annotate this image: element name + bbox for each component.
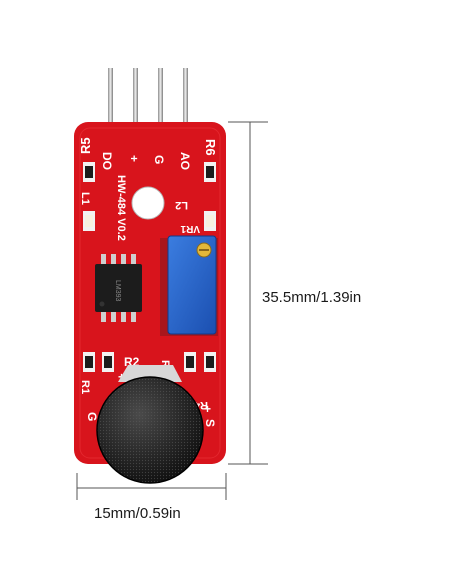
chip-marking: LM393	[114, 280, 121, 302]
comparator-chip: LM393	[95, 254, 142, 322]
pin-label-plus: +	[127, 155, 141, 162]
label-vr1: VR1	[180, 223, 200, 234]
label-s: S	[203, 419, 217, 427]
label-r6: R6	[203, 139, 218, 156]
potentiometer	[160, 235, 218, 336]
label-g: G	[85, 412, 99, 421]
label-l2: L2	[175, 199, 188, 211]
pcb-board	[74, 122, 226, 464]
model-label: HW-484 V0.2	[115, 175, 127, 241]
height-dimension-label: 35.5mm/1.39in	[262, 289, 362, 306]
smd-components	[83, 162, 216, 372]
microphone	[96, 365, 204, 484]
pin-label-g: G	[152, 155, 166, 164]
pin-label-ao: AO	[178, 152, 192, 170]
label-r1: R1	[79, 380, 91, 394]
width-dimension-label: 15mm/0.59in	[94, 505, 181, 522]
height-dimension-line	[228, 121, 268, 465]
pin-label-do: DO	[100, 152, 114, 170]
width-dimension-line	[76, 473, 227, 500]
label-l1: L1	[79, 192, 91, 205]
label-r5: R5	[78, 137, 93, 154]
label-plus-right: +	[204, 402, 211, 416]
